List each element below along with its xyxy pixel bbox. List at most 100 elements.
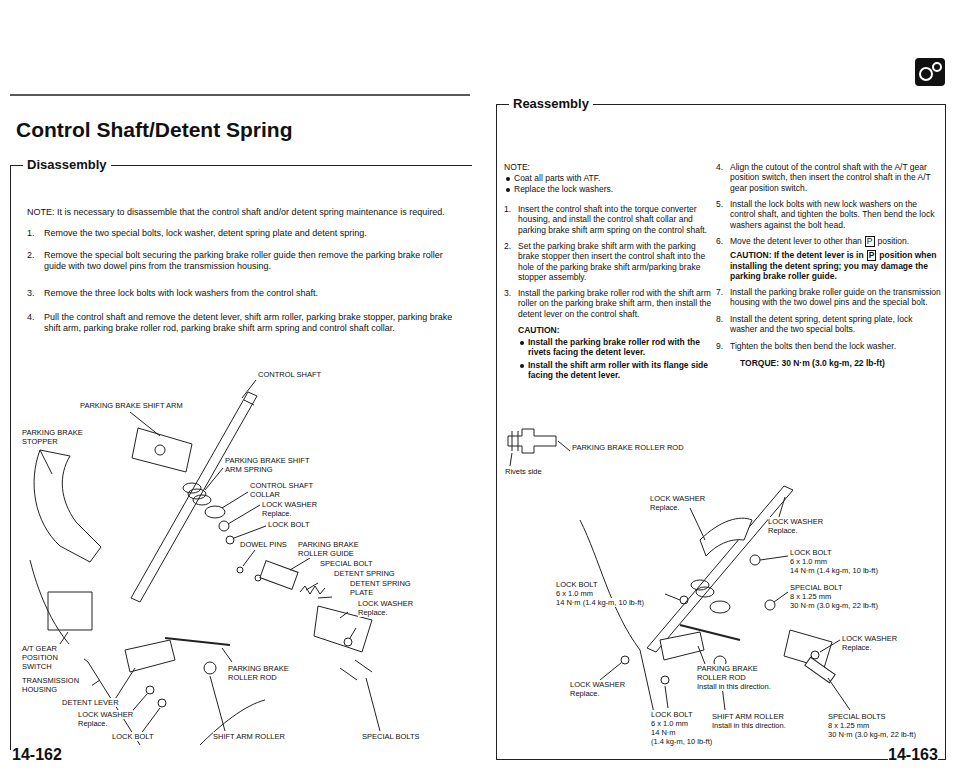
callout-label: A/T GEAR POSITION SWITCH — [22, 644, 84, 671]
callout-label: (1.4 kg-m, 10 lb-ft) — [651, 737, 712, 746]
body-text: Install the detent spring, detent spring… — [730, 314, 942, 335]
body-text: Install the parking brake roller guide o… — [730, 287, 942, 308]
body-text: Pull the control shaft and remove the de… — [44, 312, 464, 334]
body-text: NOTE: — [504, 162, 530, 172]
callout-label: LOCK WASHER — [358, 599, 413, 608]
bullet-dot — [520, 341, 524, 345]
callout-label: LOCK WASHER — [78, 710, 133, 719]
callout-label: SHIFT ARM ROLLER — [213, 732, 285, 741]
callout-label: LOCK WASHER — [570, 680, 625, 689]
callout-label: Replace. — [358, 608, 388, 617]
callout-label: PARKING BRAKE SHIFT ARM SPRING — [225, 456, 320, 474]
body-text: Remove the two special bolts, lock washe… — [44, 228, 464, 239]
callout-label: LOCK WASHER — [842, 634, 897, 643]
callout-label: 6 x 1.0 mm — [556, 589, 593, 598]
callout-label: PARKING BRAKE SHIFT ARM — [80, 401, 183, 410]
body-text: 14-162 — [12, 745, 62, 765]
callout-label: DETENT SPRING — [334, 569, 395, 578]
callout-label: CONTROL SHAFT COLLAR — [250, 481, 320, 499]
text-run: position. — [878, 236, 910, 246]
callout-label: 14 N·m — [651, 728, 676, 737]
callout-label: 6 x 1.0 mm — [651, 719, 688, 728]
callout-label: 8 x 1.25 mm — [790, 592, 831, 601]
callout-label: PARKING BRAKE STOPPER — [22, 428, 92, 446]
body-text: 9. — [716, 341, 723, 351]
callout-label: LOCK BOLT — [790, 548, 832, 557]
callout-label: PARKING BRAKE ROLLER ROD — [697, 664, 759, 682]
body-text: 7. — [716, 287, 723, 297]
body-text: 4. — [27, 312, 35, 323]
callout-label: Replace. — [78, 719, 108, 728]
body-text: 3. — [27, 288, 35, 299]
body-text: 1. — [27, 228, 35, 239]
callout-label: Replace. — [262, 509, 292, 518]
callout-label: SPECIAL BOLTS — [828, 712, 886, 721]
body-text: Tighten the bolts then bend the lock was… — [730, 341, 942, 351]
body-text: Install the shift arm roller with its fl… — [528, 360, 716, 381]
body-text: Install the parking brake roller rod wit… — [528, 337, 716, 358]
body-text: Align the cutout of the control shaft wi… — [730, 162, 942, 193]
callout-label: SPECIAL BOLT — [320, 559, 373, 568]
body-text: Install the parking brake roller rod wit… — [518, 288, 714, 319]
body-text: TORQUE: 30 N·m (3.0 kg-m, 22 lb-ft) — [740, 358, 885, 368]
callout-label: LOCK WASHER — [262, 500, 317, 509]
body-text: 2. — [27, 250, 35, 261]
callout-label: SPECIAL BOLTS — [362, 732, 420, 741]
body-text: CAUTION: — [518, 325, 560, 335]
callout-label: 30 N·m (3.0 kg-m, 22 lb-ft) — [828, 730, 916, 739]
callout-label: Install in this direction. — [697, 682, 771, 691]
body-text: Install the lock bolts with new lock was… — [730, 199, 942, 230]
callout-label: 14 N·m (1.4 kg-m, 10 lb-ft) — [556, 598, 644, 607]
text-run: CAUTION: If the detent lever is in — [730, 250, 864, 260]
callout-label: 6 x 1.0 mm — [790, 557, 827, 566]
body-text: 3. — [504, 288, 511, 298]
body-text: Replace the lock washers. — [514, 184, 613, 194]
callout-label: DETENT SPRING PLATE — [350, 579, 420, 597]
bullet-dot — [520, 364, 524, 368]
text-line: Move the detent lever to other thanPposi… — [730, 236, 942, 247]
body-text: 1. — [504, 204, 511, 214]
body-text: 14-163 — [888, 745, 938, 765]
callout-label: Replace. — [570, 689, 600, 698]
callout-label: SHIFT ARM ROLLER — [712, 712, 784, 721]
callout-label: Rivets side — [505, 467, 542, 476]
callout-label: LOCK BOLT — [651, 710, 693, 719]
callout-label: CONTROL SHAFT — [258, 370, 321, 379]
bullet-dot — [506, 188, 510, 192]
callout-label: SPECIAL BOLT — [790, 583, 843, 592]
body-text: 8. — [716, 314, 723, 324]
body-text: 5. — [716, 199, 723, 209]
callout-label: Replace. — [768, 526, 798, 535]
text-line: CAUTION: If the detent lever is inPposit… — [730, 250, 942, 281]
callout-label: 14 N·m (1.4 kg-m, 10 lb-ft) — [790, 566, 878, 575]
body-text: Set the parking brake shift arm with the… — [518, 241, 714, 282]
callout-label: DETENT LEVER — [62, 698, 119, 707]
callout-label: TRANSMISSION HOUSING — [22, 676, 92, 694]
bullet-dot — [506, 177, 510, 181]
boxed-symbol: P — [867, 250, 877, 261]
callout-label: Replace. — [650, 503, 680, 512]
body-text: Insert the control shaft into the torque… — [518, 204, 714, 235]
callout-label: 30 N·m (3.0 kg-m, 22 lb-ft) — [790, 601, 878, 610]
callout-label: Replace. — [842, 643, 872, 652]
boxed-symbol: P — [865, 236, 875, 247]
body-text: 6. — [716, 236, 723, 246]
callout-label: LOCK BOLT — [556, 580, 598, 589]
page-title: Control Shaft/Detent Spring — [16, 118, 293, 142]
section-heading: Reassembly — [509, 96, 593, 112]
body-text: Remove the special bolt securing the par… — [44, 250, 464, 272]
callout-label: LOCK WASHER — [650, 494, 705, 503]
section-heading: Disassembly — [23, 157, 111, 173]
callout-label: PARKING BRAKE ROLLER GUIDE — [298, 540, 378, 558]
body-text: Coat all parts with ATF. — [514, 173, 600, 183]
text-run: Move the detent lever to other than — [730, 236, 862, 246]
body-text: 4. — [716, 162, 723, 172]
body-text: NOTE: It is necessary to disassemble tha… — [27, 207, 467, 218]
callout-label: LOCK BOLT — [268, 520, 310, 529]
callout-label: LOCK BOLT — [112, 732, 154, 741]
callout-label: PARKING BRAKE ROLLER ROD — [228, 664, 298, 682]
callout-label: DOWEL PINS — [240, 540, 287, 549]
callout-label: LOCK WASHER — [768, 517, 823, 526]
